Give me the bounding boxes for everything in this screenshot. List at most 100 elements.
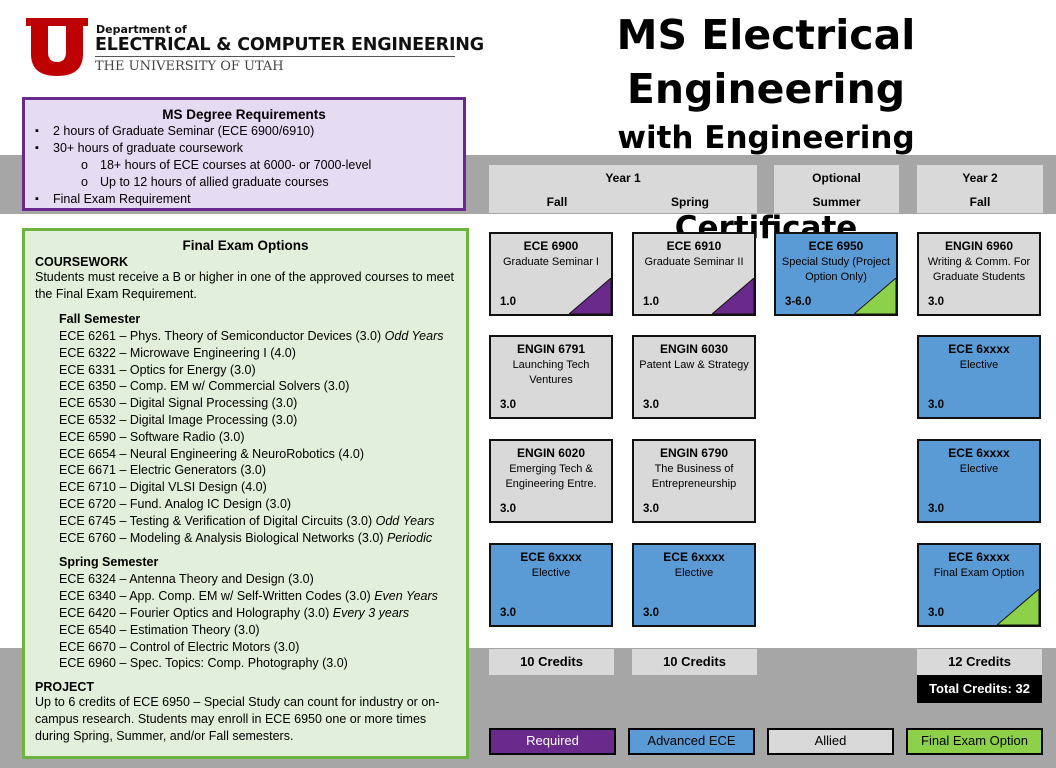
- course-list-item: ECE 6532 – Digital Image Processing (3.0…: [59, 412, 456, 429]
- requirements-heading: MS Degree Requirements: [162, 107, 326, 122]
- course-note: Even Years: [374, 589, 438, 604]
- course-credits: 3.0: [500, 607, 516, 619]
- course-code: ECE 6xxxx: [948, 550, 1010, 564]
- course-list-item: ECE 6420 – Fourier Optics and Holography…: [59, 605, 456, 622]
- course-list-item: ECE 6322 – Microwave Engineering I (4.0): [59, 345, 456, 362]
- spring-semester-label: Spring Semester: [59, 555, 159, 570]
- course-name: Elective: [531, 567, 571, 579]
- spring-label: Spring: [671, 195, 709, 209]
- page-title: MS Electrical Engineering with Engineeri…: [478, 8, 1054, 251]
- course-list-item: ECE 6720 – Fund. Analog IC Design (3.0): [59, 496, 456, 513]
- course-code: ECE 6xxxx: [948, 342, 1010, 356]
- course-code: ECE 6900: [523, 239, 579, 253]
- course-note: Every 3 years: [332, 605, 410, 620]
- list-item: 30+ hours of graduate coursework: [25, 140, 463, 157]
- final-exam-corner-icon: [997, 589, 1039, 625]
- course-credits: 3-6.0: [785, 296, 812, 308]
- course-list-item: ECE 6760 – Modeling & Analysis Biologica…: [59, 530, 456, 547]
- course-text: ECE 6720 – Fund. Analog IC Design (3.0): [59, 496, 292, 511]
- course-text: ECE 6324 – Antenna Theory and Design (3.…: [59, 572, 314, 587]
- course-code: ECE 6xxxx: [520, 550, 582, 564]
- course-list-item: ECE 6530 – Digital Signal Processing (3.…: [59, 395, 456, 412]
- required-corner-icon: [712, 278, 754, 314]
- course-code: ENGIN 6960: [944, 239, 1014, 253]
- course-list-item: ECE 6540 – Estimation Theory (3.0): [59, 622, 456, 639]
- course-code: ECE 6950: [808, 239, 864, 253]
- course-credits: 3.0: [643, 399, 659, 411]
- course-text: ECE 6654 – Neural Engineering & NeuroRob…: [59, 446, 365, 461]
- logo-department-name: ELECTRICAL & COMPUTER ENGINEERING: [95, 35, 484, 55]
- optional-label: Optional: [812, 171, 861, 185]
- course-credits: 1.0: [643, 296, 659, 308]
- title-line-1: MS Electrical Engineering: [616, 11, 916, 113]
- course-credits: 3.0: [928, 296, 944, 308]
- list-item: 2 hours of Graduate Seminar (ECE 6900/69…: [25, 123, 463, 140]
- course-text: ECE 6671 – Electric Generators (3.0): [59, 463, 267, 478]
- course-credits: 3.0: [928, 503, 944, 515]
- course-name: Launching Tech Ventures: [512, 359, 590, 386]
- course-note: Odd Years: [375, 513, 435, 528]
- summer-header: Optional Summer: [774, 165, 899, 213]
- fall-semester-label: Fall Semester: [59, 312, 141, 326]
- course-code: ECE 6xxxx: [663, 550, 725, 564]
- course-name: The Business of Entrepreneurship: [651, 463, 737, 490]
- year2-fall-label: Fall: [969, 195, 991, 209]
- fall-label: Fall: [546, 195, 568, 209]
- course-list-item: ECE 6670 – Control of Electric Motors (3…: [59, 639, 456, 656]
- course-code: ENGIN 6020: [516, 446, 586, 460]
- course-text: ECE 6420 – Fourier Optics and Holography…: [59, 605, 330, 620]
- course-name: Elective: [674, 567, 714, 579]
- course-code: ECE 6910: [666, 239, 722, 253]
- course-name: Writing & Comm. For Graduate Students: [927, 256, 1031, 283]
- course-list-item: ECE 6324 – Antenna Theory and Design (3.…: [59, 571, 456, 588]
- course-credits: 3.0: [643, 607, 659, 619]
- final-exam-corner-icon: [854, 278, 896, 314]
- course-list-item: ECE 6654 – Neural Engineering & NeuroRob…: [59, 446, 456, 463]
- course-text: ECE 6710 – Digital VLSI Design (4.0): [59, 480, 267, 495]
- spring-course-list: ECE 6324 – Antenna Theory and Design (3.…: [35, 571, 456, 672]
- course-name: Graduate Seminar I: [503, 256, 599, 268]
- legend-required: Required: [489, 728, 616, 755]
- legend-allied: Allied: [767, 728, 894, 755]
- course-name: Special Study (Project Option Only): [781, 256, 891, 283]
- course-name: Elective: [959, 359, 999, 371]
- coursework-label: COURSEWORK: [35, 255, 129, 269]
- course-text: ECE 6590 – Software Radio (3.0): [59, 429, 245, 444]
- course-text: ECE 6960 – Spec. Topics: Comp. Photograp…: [59, 656, 348, 671]
- course-name: Final Exam Option: [933, 567, 1025, 579]
- year2-fall-credits: 12 Credits: [917, 649, 1042, 675]
- exam-options-heading: Final Exam Options: [182, 238, 309, 253]
- list-item: Final Exam Requirement: [25, 191, 463, 208]
- course-text: ECE 6350 – Comp. EM w/ Commercial Solver…: [59, 379, 350, 394]
- fall-course-list: ECE 6261 – Phys. Theory of Semiconductor…: [35, 328, 456, 546]
- course-list-item: ECE 6745 – Testing & Verification of Dig…: [59, 513, 456, 530]
- course-credits: 3.0: [500, 399, 516, 411]
- course-credits: 1.0: [500, 296, 516, 308]
- required-corner-icon: [569, 278, 611, 314]
- degree-requirements-box: MS Degree Requirements 2 hours of Gradua…: [22, 97, 466, 211]
- course-note: Odd Years: [384, 329, 444, 343]
- university-logo-icon: [26, 18, 88, 76]
- requirements-list: 2 hours of Graduate Seminar (ECE 6900/69…: [25, 123, 463, 208]
- course-credits: 3.0: [500, 503, 516, 515]
- course-list-item: ECE 6960 – Spec. Topics: Comp. Photograp…: [59, 655, 456, 672]
- summer-label: Summer: [812, 195, 861, 209]
- logo-divider: [95, 56, 455, 57]
- coursework-text: Students must receive a B or higher in o…: [35, 270, 454, 301]
- course-name: Emerging Tech & Engineering Entre.: [505, 463, 597, 490]
- list-item: Up to 12 hours of allied graduate course…: [25, 174, 463, 191]
- course-list-item: ECE 6671 – Electric Generators (3.0): [59, 462, 456, 479]
- year2-header: Year 2 Fall: [917, 165, 1043, 213]
- course-text: ECE 6331 – Optics for Energy (3.0): [59, 362, 256, 377]
